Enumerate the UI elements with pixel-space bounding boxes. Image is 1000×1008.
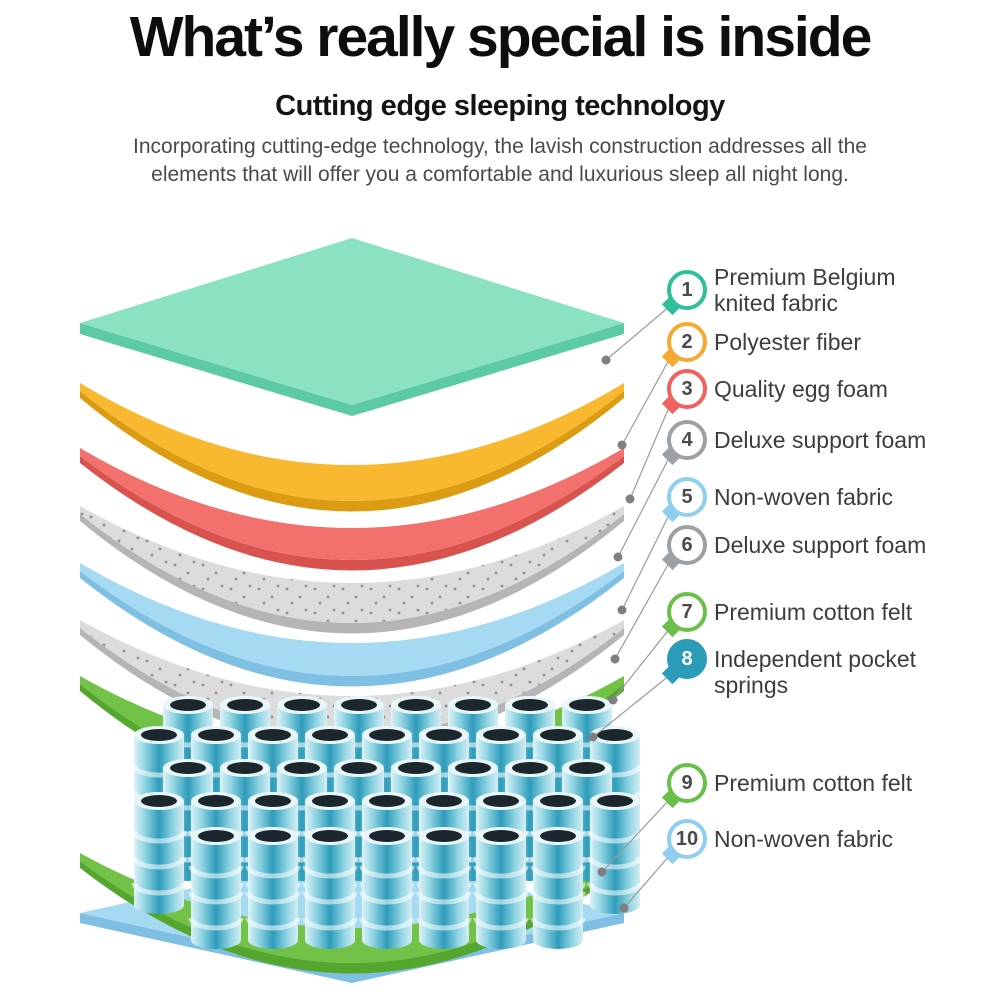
pin-circle: 9 [667, 763, 707, 803]
callout-label-5: Non-woven fabric [714, 484, 893, 510]
callout-number: 4 [681, 428, 693, 451]
callout-label-10: Non-woven fabric [714, 826, 893, 852]
pin-circle: 2 [667, 322, 707, 362]
page-subtitle: Cutting edge sleeping technology [275, 89, 725, 122]
pin-circle: 1 [667, 270, 707, 310]
layer-deluxe-support-foam-upper [80, 506, 624, 634]
callout-number: 10 [675, 827, 699, 850]
callout-label-2: Polyester fiber [714, 329, 862, 355]
pin-circle: 5 [667, 477, 707, 517]
layer-quality-egg-foam [80, 448, 624, 571]
callout-label-8: Independent pocket springs [714, 646, 917, 698]
callout-label-6: Deluxe support foam [714, 532, 927, 558]
callout-number: 6 [681, 533, 693, 556]
page-description: Incorporating cutting-edge technology, t… [133, 134, 867, 187]
callout-number: 2 [681, 330, 693, 353]
pin-circle: 4 [667, 420, 707, 460]
pin-circle: 3 [667, 369, 707, 409]
callout-pin-2: 2 [661, 322, 707, 368]
callout-label-9: Premium cotton felt [714, 770, 913, 796]
callout-pin-8: 8 [661, 639, 707, 685]
pin-circle: 7 [667, 592, 707, 632]
pin-circle: 10 [667, 819, 707, 859]
callout-pin-6: 6 [661, 525, 707, 571]
callout-pin-4: 4 [661, 420, 707, 466]
callout-number: 5 [681, 485, 693, 508]
callout-pin-3: 3 [661, 369, 707, 415]
layer-independent-pocket-springs [134, 696, 640, 949]
callout-number: 3 [681, 377, 693, 400]
mattress-diagram [80, 238, 670, 983]
callout-pin-10: 10 [661, 819, 707, 865]
pin-circle: 6 [667, 525, 707, 565]
callout-pin-9: 9 [661, 763, 707, 809]
callout-pin-1: 1 [661, 270, 707, 316]
layer-polyester-fiber [80, 383, 624, 512]
callout-label-7: Premium cotton felt [714, 599, 913, 625]
callout-pin-7: 7 [661, 592, 707, 638]
callout-label-1: Premium Belgium knited fabric [714, 264, 896, 316]
infographic-page: What’s really special is inside Cutting … [0, 5, 1000, 1008]
layer-non-woven-fabric-upper [80, 563, 624, 687]
callout-number: 8 [681, 647, 693, 670]
callout-label-4: Deluxe support foam [714, 427, 927, 453]
page-title: What’s really special is inside [129, 5, 873, 69]
callout-number: 7 [681, 600, 693, 623]
header: What’s really special is inside Cutting … [0, 5, 1000, 190]
callout-pin-5: 5 [661, 477, 707, 523]
callout-number: 1 [681, 278, 693, 301]
pin-circle: 8 [667, 639, 707, 679]
layer-premium-belgium-knitted-fabric [80, 238, 624, 416]
callout-number: 9 [681, 771, 693, 794]
callout-label-3: Quality egg foam [714, 376, 888, 402]
